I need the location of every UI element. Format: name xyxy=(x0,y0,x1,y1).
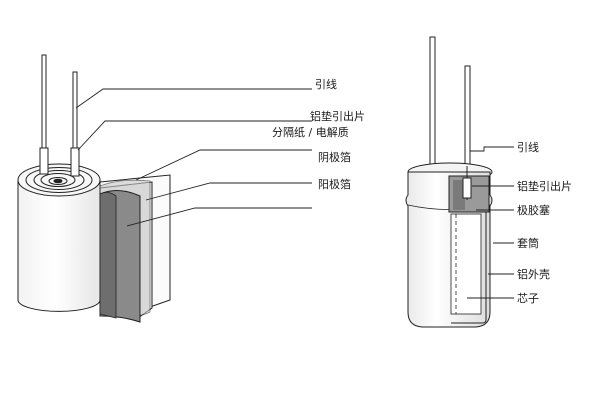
leader-lines-left xyxy=(75,88,312,227)
lead-wires-right xyxy=(429,36,471,168)
label-separator: 分隔纸 / 电解质 xyxy=(272,125,349,139)
unwound-layers xyxy=(99,174,171,323)
label-sleeve: 套筒 xyxy=(517,236,539,250)
label-cathode-foil: 阴极箔 xyxy=(318,150,351,164)
label-al-tab-left: 铝垫引出片 xyxy=(310,109,365,123)
leader-lines-right xyxy=(467,146,514,299)
labels-right: 引线 铝垫引出片 极胶塞 套筒 铝外壳 芯子 xyxy=(517,140,572,305)
label-lead-left: 引线 xyxy=(315,77,337,91)
inner-gray-layer xyxy=(99,192,117,319)
labels-left: 引线 铝垫引出片 分隔纸 / 电解质 阴极箔 阳极箔 xyxy=(272,77,365,191)
case-wall-cut xyxy=(451,211,487,324)
label-al-case: 铝外壳 xyxy=(517,267,550,281)
winding-spiral xyxy=(25,167,93,193)
plug-highlight xyxy=(453,180,465,210)
cutaway-section xyxy=(448,166,490,324)
right-lead-wire-2 xyxy=(464,65,471,167)
capacitor-cutaway-diagram: 引线 铝垫引出片 极胶塞 套筒 铝外壳 芯子 xyxy=(405,36,572,328)
label-al-tab-right: 铝垫引出片 xyxy=(517,179,572,193)
label-core: 芯子 xyxy=(517,291,539,305)
lead-wires-left xyxy=(39,54,80,177)
tab-inner xyxy=(462,177,472,199)
lead-tab-1 xyxy=(39,147,49,175)
right-lead-wire-1 xyxy=(429,36,436,168)
lead-tab-2 xyxy=(70,147,80,177)
wound-element-diagram: 引线 铝垫引出片 分隔纸 / 电解质 阴极箔 阳极箔 xyxy=(17,54,365,323)
label-lead-right: 引线 xyxy=(517,140,539,154)
label-anode-foil: 阳极箔 xyxy=(318,177,351,191)
winding-cylinder xyxy=(17,163,101,312)
core-element xyxy=(450,213,482,315)
label-rubber-plug: 极胶塞 xyxy=(517,203,550,217)
